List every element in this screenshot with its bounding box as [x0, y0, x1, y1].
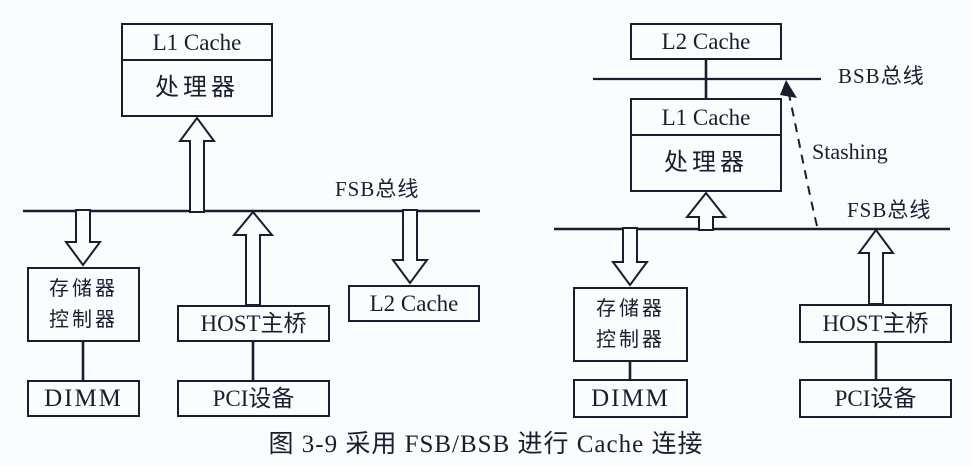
- memory-controller-box-right: 存储器 控制器: [573, 287, 688, 362]
- l2-cache-box-left: L2 Cache: [348, 285, 480, 322]
- processor-label-left: 处理器: [155, 75, 239, 101]
- arrow-fsb-to-cpu-left-icon: [178, 116, 216, 213]
- stashing-dashed-arrow: [787, 89, 818, 227]
- l2-cache-box-right: L2 Cache: [630, 23, 782, 60]
- dimm-box-left: DIMM: [27, 380, 140, 417]
- l1-cache-label-left: L1 Cache: [123, 25, 271, 61]
- arrow-fsb-to-l2cache-left-icon: [391, 209, 429, 285]
- host-bridge-box-right: HOST主桥: [799, 304, 952, 343]
- arrow-fsb-to-memctrl-right-icon: [611, 227, 649, 287]
- host-bridge-box-left: HOST主桥: [177, 305, 330, 342]
- cpu-box-right: L1 Cache 处理器: [630, 98, 782, 192]
- processor-label-right: 处理器: [664, 150, 748, 176]
- figure-caption: 图 3-9 采用 FSB/BSB 进行 Cache 连接: [268, 431, 704, 458]
- arrow-hostbridge-to-fsb-left-icon: [231, 210, 275, 306]
- arrow-fsb-to-cpu-right-icon: [684, 191, 728, 231]
- fsb-bus-label-left: FSB总线: [335, 177, 420, 201]
- memory-controller-line2-right: 控制器: [596, 328, 665, 351]
- pci-device-box-right: PCI设备: [799, 379, 952, 418]
- memory-controller-box-left: 存储器 控制器: [27, 267, 140, 342]
- memory-controller-line2-left: 控制器: [49, 308, 118, 331]
- memory-controller-line1-right: 存储器: [596, 297, 665, 320]
- stashing-label: Stashing: [812, 139, 888, 164]
- cpu-box-left: L1 Cache 处理器: [121, 23, 273, 117]
- pci-device-box-left: PCI设备: [177, 380, 330, 417]
- dimm-box-right: DIMM: [573, 379, 688, 418]
- stashing-arrowhead-icon: [780, 80, 797, 98]
- memory-controller-line1-left: 存储器: [49, 277, 118, 300]
- fsb-bus-label-right: FSB总线: [847, 198, 932, 222]
- bsb-bus-label-right: BSB总线: [838, 64, 925, 88]
- arrow-hostbridge-to-fsb-right-icon: [857, 228, 895, 305]
- arrow-fsb-to-memctrl-left-icon: [64, 209, 102, 267]
- l1-cache-label-right: L1 Cache: [632, 100, 780, 136]
